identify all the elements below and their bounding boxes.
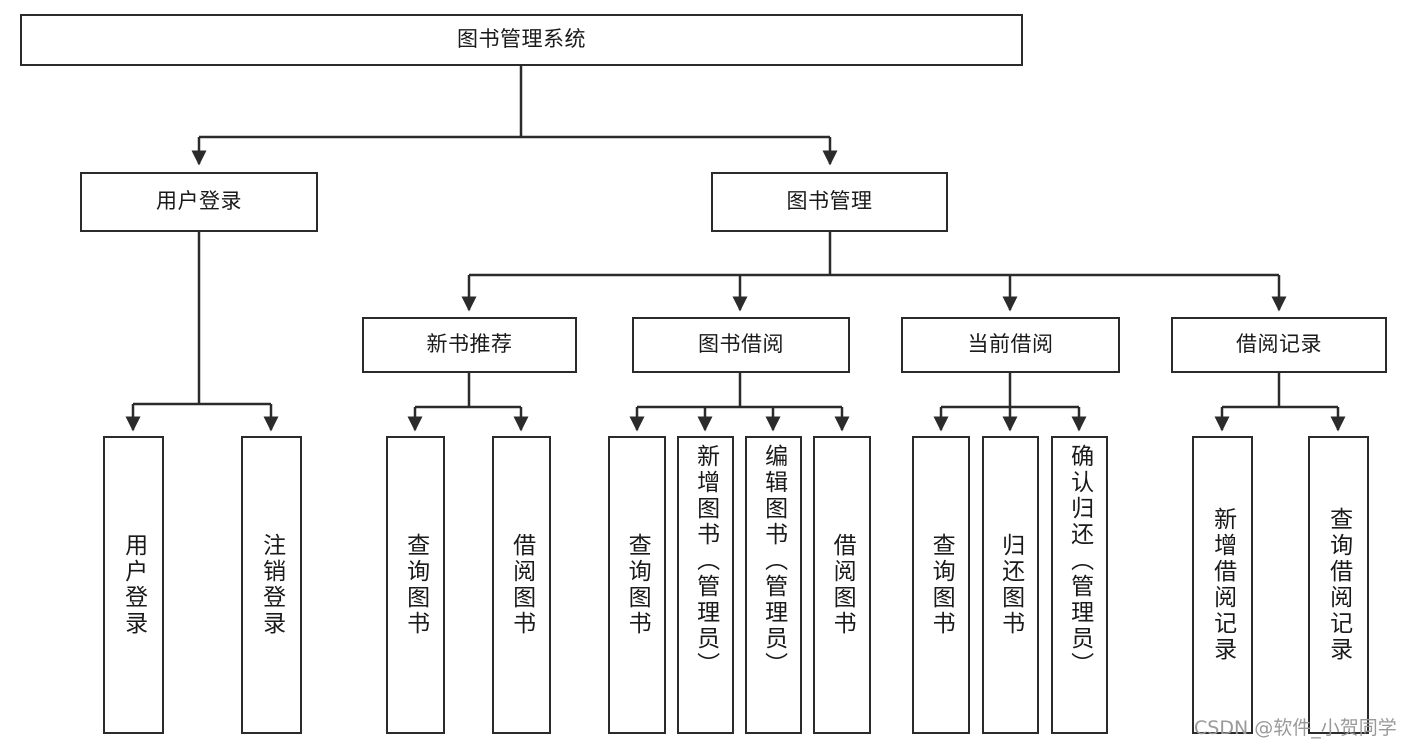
node-label: 新增图书（管理员） xyxy=(692,444,719,678)
node-label: 查询图书 xyxy=(402,533,429,637)
node-label: 归还图书 xyxy=(997,533,1024,637)
leaf-query-book-current[interactable]: 查询图书 xyxy=(912,436,970,734)
leaf-edit-book-admin[interactable]: 编辑图书（管理员） xyxy=(745,436,802,734)
leaf-query-book-recommend[interactable]: 查询图书 xyxy=(386,436,445,734)
leaf-logout[interactable]: 注销登录 xyxy=(241,436,302,734)
node-label: 图书管理 xyxy=(786,189,873,214)
node-label: 图书管理系统 xyxy=(457,27,586,52)
node-label: 当前借阅 xyxy=(967,332,1054,357)
node-root-library-system[interactable]: 图书管理系统 xyxy=(20,14,1023,66)
node-user-login[interactable]: 用户登录 xyxy=(80,172,318,232)
node-label: 查询借阅记录 xyxy=(1325,507,1352,663)
node-label: 确认归还（管理员） xyxy=(1066,444,1093,678)
leaf-borrow-book[interactable]: 借阅图书 xyxy=(813,436,871,734)
node-label: 用户登录 xyxy=(120,533,147,637)
node-label: 注销登录 xyxy=(258,533,285,637)
leaf-query-book-borrow[interactable]: 查询图书 xyxy=(608,436,666,734)
node-current-borrow[interactable]: 当前借阅 xyxy=(901,317,1120,373)
leaf-return-book[interactable]: 归还图书 xyxy=(982,436,1039,734)
leaf-confirm-return-admin[interactable]: 确认归还（管理员） xyxy=(1051,436,1108,734)
node-label: 借阅图书 xyxy=(829,533,856,637)
node-label: 新书推荐 xyxy=(426,332,513,357)
node-label: 查询图书 xyxy=(624,533,651,637)
node-new-book-recommend[interactable]: 新书推荐 xyxy=(362,317,577,373)
leaf-borrow-book-recommend[interactable]: 借阅图书 xyxy=(492,436,551,734)
leaf-user-login[interactable]: 用户登录 xyxy=(103,436,164,734)
node-label: 借阅图书 xyxy=(508,533,535,637)
node-book-borrow[interactable]: 图书借阅 xyxy=(632,317,850,373)
node-borrow-records[interactable]: 借阅记录 xyxy=(1171,317,1387,373)
node-label: 编辑图书（管理员） xyxy=(760,444,787,678)
leaf-query-borrow-record[interactable]: 查询借阅记录 xyxy=(1308,436,1369,734)
node-label: 新增借阅记录 xyxy=(1209,507,1236,663)
node-label: 用户登录 xyxy=(156,189,242,214)
csdn-watermark: CSDN @软件_小贺同学 xyxy=(1194,717,1397,739)
node-book-management[interactable]: 图书管理 xyxy=(711,172,948,232)
node-label: 查询图书 xyxy=(928,533,955,637)
node-label: 借阅记录 xyxy=(1236,332,1322,357)
node-label: 图书借阅 xyxy=(698,332,784,357)
leaf-add-book-admin[interactable]: 新增图书（管理员） xyxy=(677,436,734,734)
leaf-add-borrow-record[interactable]: 新增借阅记录 xyxy=(1192,436,1253,734)
